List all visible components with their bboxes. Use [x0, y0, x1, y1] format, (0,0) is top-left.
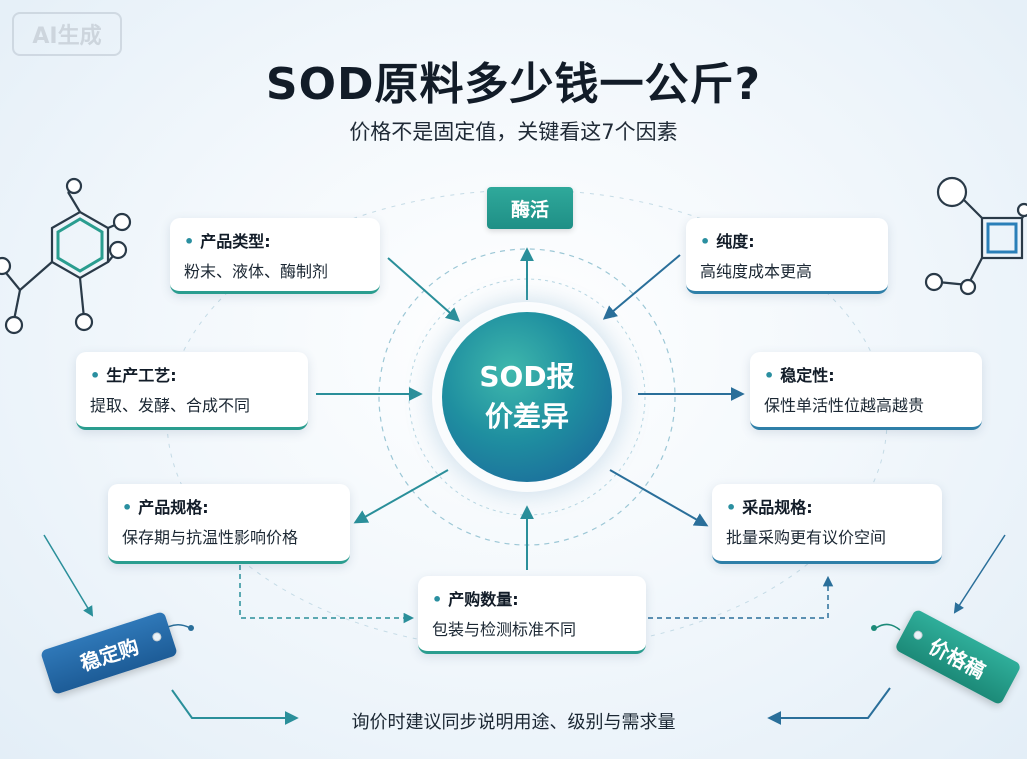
- arrow-purity: [602, 254, 681, 320]
- card-process: 生产工艺: 提取、发酵、合成不同: [76, 352, 308, 430]
- card-spec: 产品规格: 保存期与抗温性影响价格: [108, 484, 350, 564]
- left-tag-dot: [188, 625, 194, 631]
- arrow-to-right-tag: [953, 534, 1006, 614]
- right-tag-string: [875, 623, 901, 631]
- card-stability: 稳定性: 保性单活性位越高越贵: [750, 352, 982, 430]
- molecule-right-icon: [924, 176, 1027, 296]
- ai-watermark: AI生成: [12, 12, 122, 56]
- dashed-route-right: [648, 575, 834, 619]
- card-title: 纯度:: [700, 228, 874, 252]
- card-desc: 保存期与抗温性影响价格: [122, 528, 299, 547]
- card-desc: 高纯度成本更高: [700, 262, 813, 281]
- arrow-spec: [353, 469, 449, 524]
- card-desc: 提取、发酵、合成不同: [90, 396, 251, 415]
- card-desc: 包装与检测标准不同: [432, 620, 577, 639]
- center-line-1: SOD报: [479, 360, 575, 393]
- card-title: 产购数量:: [432, 586, 632, 610]
- arrow-sample-spec: [609, 469, 709, 527]
- center-line-2: 价差异: [484, 400, 569, 433]
- card-title: 稳定性:: [764, 362, 968, 386]
- card-desc: 批量采购更有议价空间: [726, 528, 887, 547]
- card-product-type: 产品类型: 粉末、液体、酶制剂: [170, 218, 380, 294]
- card-title: 生产工艺:: [90, 362, 294, 386]
- right-tag-dot: [871, 625, 877, 631]
- bottom-arrow-left: [171, 689, 299, 725]
- card-quantity: 产购数量: 包装与检测标准不同: [418, 576, 646, 654]
- card-title: 产品类型:: [184, 228, 366, 252]
- card-title: 产品规格:: [122, 494, 336, 518]
- page-subtitle: 价格不是固定值，关键看这7个因素: [349, 120, 678, 144]
- card-title: 采品规格:: [726, 494, 928, 518]
- card-desc: 粉末、液体、酶制剂: [184, 262, 329, 281]
- tag-hole: [911, 629, 925, 642]
- card-desc: 保性单活性位越高越贵: [764, 396, 925, 415]
- enzyme-activity-tag: 酶活: [487, 187, 573, 229]
- molecule-left-icon: [0, 177, 132, 335]
- card-purity: 纯度: 高纯度成本更高: [686, 218, 888, 294]
- card-sample-spec: 采品规格: 批量采购更有议价空间: [712, 484, 942, 564]
- tag-hole: [151, 631, 163, 643]
- page-title: SOD原料多少钱一公斤?: [265, 59, 762, 110]
- center-hub: SOD报 价差异: [442, 312, 612, 482]
- arrow-product-type: [387, 257, 461, 322]
- dashed-route-left: [239, 565, 415, 624]
- bottom-arrow-right: [767, 687, 891, 725]
- arrow-to-left-tag: [43, 534, 94, 617]
- tag-label: 稳定购: [77, 633, 142, 676]
- bottom-note: 询价时建议同步说明用途、级别与需求量: [351, 712, 676, 733]
